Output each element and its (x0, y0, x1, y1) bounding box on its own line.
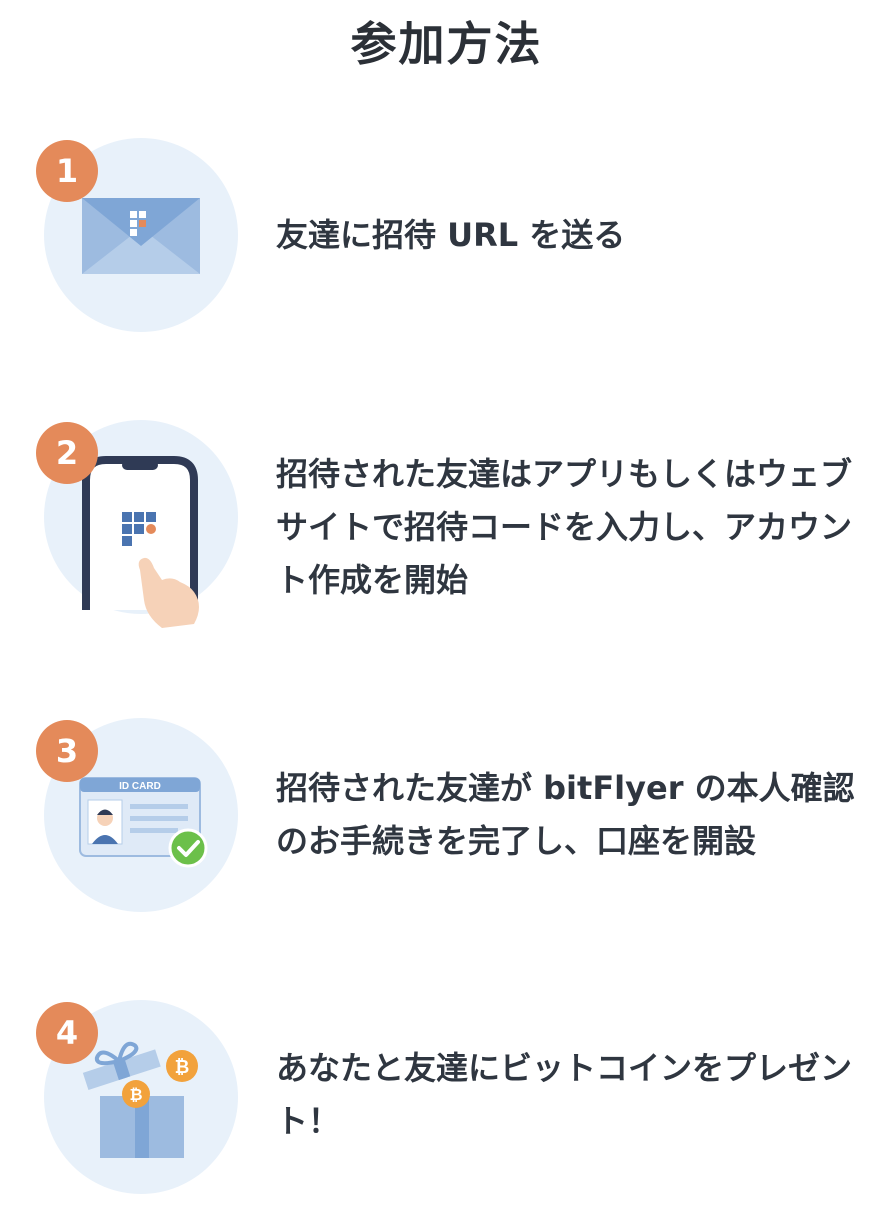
step-3-text: 招待された友達が bitFlyer の本人確認のお手続きを完了し、口座を開設 (276, 769, 855, 860)
step-1: 1 友達に招待 URL を送る (0, 138, 893, 348)
step-1-badge: 1 (36, 140, 98, 202)
step-4-badge: 4 (36, 1002, 98, 1064)
id-card-label: ID CARD (119, 781, 161, 792)
step-2-text: 招待された友達はアプリもしくはウェブサイトで招待コードを入力し、アカウント作成を… (276, 455, 853, 599)
smartphone-tap-icon (82, 456, 199, 628)
id-card-icon: ID CARD (79, 777, 208, 868)
page-title: 参加方法 (350, 17, 543, 71)
coin-symbol-1: ₿ (129, 1085, 142, 1104)
step-2: 2 招待された友達はアプリもしくはウェブサイトで招待コードを入力し、アカウント作… (0, 420, 893, 630)
coin-symbol-2: ₿ (175, 1057, 190, 1078)
step-3-badge: 3 (36, 720, 98, 782)
step-2-badge: 2 (36, 422, 98, 484)
step-1-text: 友達に招待 URL を送る (276, 216, 626, 254)
envelope-icon (82, 198, 200, 274)
gift-bitcoin-icon: ₿ ₿ (82, 1041, 198, 1158)
step-3: ID CARD 3 招待された友達が bitFlyer の本人確認のお手続きを完… (0, 718, 893, 928)
step-4: ₿ ₿ 4 あなたと友達にビットコインをプレゼント！ (0, 1000, 893, 1210)
step-4-text: あなたと友達にビットコインをプレゼント！ (276, 1049, 853, 1140)
